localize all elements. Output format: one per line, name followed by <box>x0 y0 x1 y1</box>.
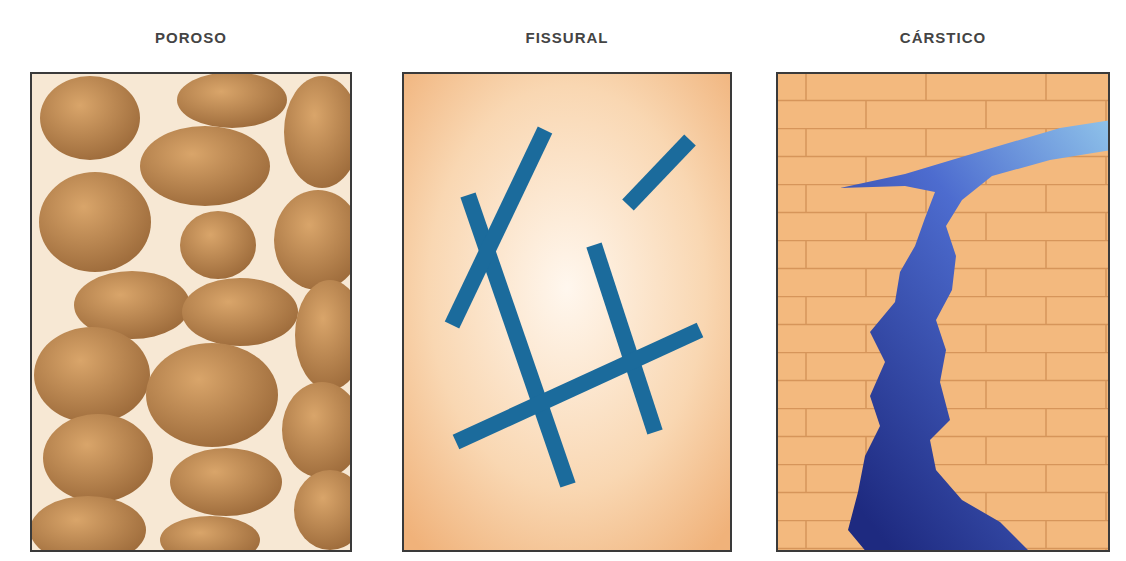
panel-heading: CÁRSTICO <box>900 29 986 46</box>
aquifer-panel: POROSO <box>30 72 352 552</box>
aquifer-panel: CÁRSTICO <box>776 72 1110 552</box>
aquifer-panel: FISSURAL <box>402 72 732 552</box>
panel-heading: FISSURAL <box>526 29 609 46</box>
panel-heading: POROSO <box>155 29 227 46</box>
